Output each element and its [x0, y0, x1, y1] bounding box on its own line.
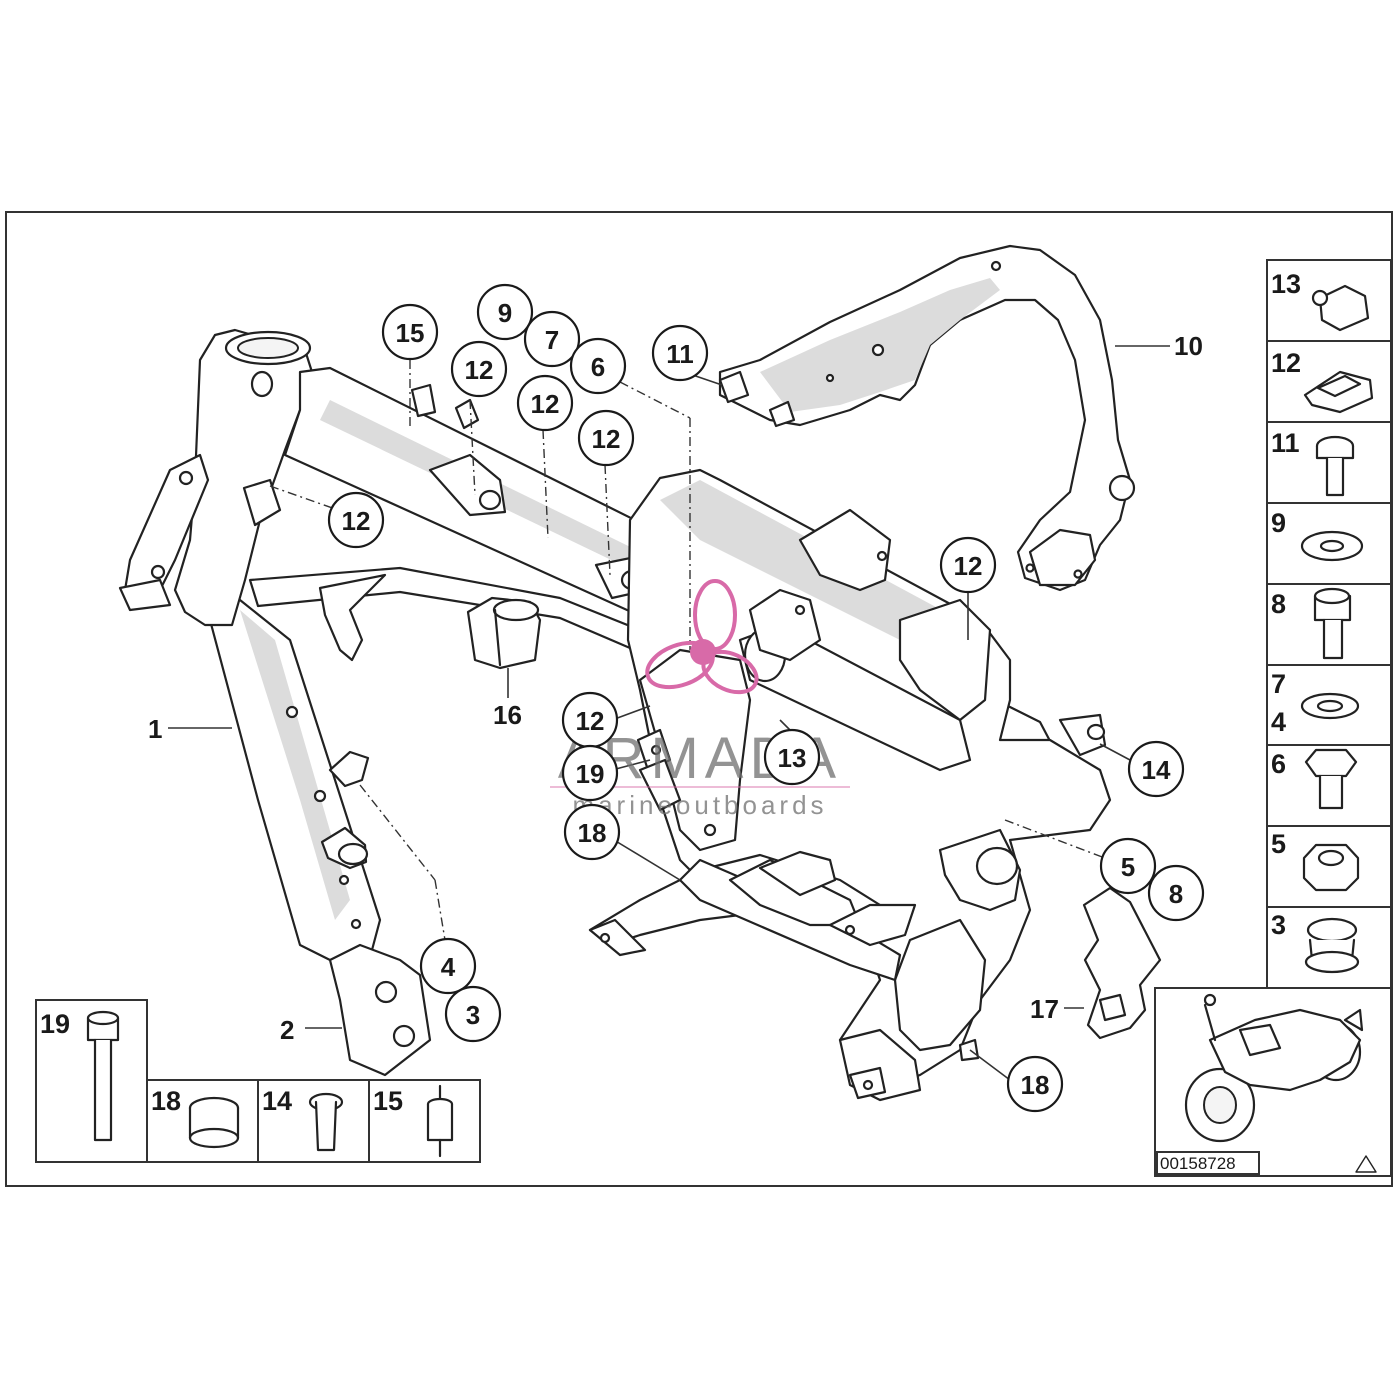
callout-19[interactable]: 19: [561, 744, 619, 802]
leader-lines: [168, 345, 1170, 1081]
svg-text:8: 8: [1271, 589, 1286, 619]
bolt-icon: [1315, 435, 1355, 497]
revision-triangle-icon: [1355, 1155, 1377, 1173]
callout-12-b[interactable]: 12: [516, 374, 574, 432]
callout-12-e[interactable]: 12: [939, 536, 997, 594]
callout-7[interactable]: 7: [523, 310, 581, 368]
callout-12-d[interactable]: 12: [327, 491, 385, 549]
label-16[interactable]: 16: [493, 700, 522, 730]
long-screw-icon: [86, 1010, 120, 1142]
bottom-cell-18[interactable]: 18: [151, 1086, 240, 1149]
washer-icon: [1300, 530, 1364, 562]
svg-text:3: 3: [1271, 910, 1286, 940]
svg-text:11: 11: [666, 339, 694, 369]
side-cell-11[interactable]: 11: [1271, 428, 1355, 497]
bottom-cell-19[interactable]: 19: [40, 1009, 120, 1142]
bottom-cell-15[interactable]: 15: [373, 1084, 454, 1158]
callout-15[interactable]: 15: [381, 303, 439, 361]
callout-13[interactable]: 13: [763, 728, 821, 786]
clip-nut-icon: [1303, 370, 1374, 414]
callout-18-b[interactable]: 18: [1006, 1055, 1064, 1113]
diagram-code: 00158728: [1160, 1154, 1236, 1173]
side-cell-3[interactable]: 3: [1271, 910, 1360, 974]
svg-text:15: 15: [373, 1086, 403, 1116]
label-10[interactable]: 10: [1174, 331, 1203, 361]
svg-text:12: 12: [1271, 348, 1301, 378]
svg-text:12: 12: [531, 389, 560, 419]
side-cell-7-4[interactable]: 7 4: [1271, 669, 1360, 737]
hex-bolt-icon: [1304, 748, 1358, 810]
svg-text:6: 6: [1271, 749, 1286, 779]
svg-text:4: 4: [441, 952, 456, 982]
svg-text:5: 5: [1121, 852, 1135, 882]
callout-14[interactable]: 14: [1127, 740, 1185, 798]
svg-text:14: 14: [262, 1086, 292, 1116]
svg-text:11: 11: [1271, 428, 1300, 458]
watermark-logo: [645, 579, 759, 695]
svg-text:13: 13: [1271, 269, 1301, 299]
side-cell-5[interactable]: 5: [1271, 829, 1360, 892]
svg-text:14: 14: [1142, 755, 1171, 785]
callout-12-a[interactable]: 12: [450, 340, 508, 398]
bushing-16: [466, 596, 542, 670]
socket-screw-icon: [1313, 587, 1352, 660]
flat-washer-icon: [1300, 692, 1360, 720]
callout-8[interactable]: 8: [1147, 864, 1205, 922]
svg-text:4: 4: [1271, 707, 1286, 737]
svg-text:3: 3: [466, 1000, 480, 1030]
svg-text:6: 6: [591, 352, 605, 382]
svg-text:5: 5: [1271, 829, 1286, 859]
svg-text:9: 9: [498, 298, 512, 328]
callout-4[interactable]: 4: [419, 937, 477, 995]
clip-icon: [1311, 284, 1370, 332]
rear-frame-section: [588, 468, 1112, 1102]
svg-text:12: 12: [576, 706, 605, 736]
rivet-nut-icon: [308, 1092, 344, 1152]
svg-text:15: 15: [396, 318, 425, 348]
rear-subframe-10: [718, 244, 1136, 592]
callout-5[interactable]: 5: [1099, 837, 1157, 895]
cover-plate-17: [1082, 886, 1162, 1040]
svg-text:18: 18: [1021, 1070, 1050, 1100]
label-2[interactable]: 2: [280, 1015, 294, 1045]
nut-icon: [1302, 843, 1360, 892]
callout-9[interactable]: 9: [476, 283, 534, 341]
svg-text:8: 8: [1169, 879, 1183, 909]
motorcycle-thumbnail: 00158728: [1154, 987, 1392, 1177]
callout-3[interactable]: 3: [444, 985, 502, 1043]
svg-text:12: 12: [465, 355, 494, 385]
bottom-cell-14[interactable]: 14: [262, 1086, 344, 1152]
bottom-parts-panel: 19 18 14 15: [35, 999, 481, 1163]
svg-text:7: 7: [1271, 669, 1286, 699]
callout-12-f[interactable]: 12: [561, 691, 619, 749]
svg-text:19: 19: [40, 1009, 70, 1039]
callout-11[interactable]: 11: [651, 324, 709, 382]
callout-18-a[interactable]: 18: [563, 803, 621, 861]
svg-text:7: 7: [545, 325, 559, 355]
side-cell-13[interactable]: 13: [1271, 269, 1370, 332]
svg-text:13: 13: [778, 743, 807, 773]
svg-text:9: 9: [1271, 508, 1286, 538]
side-cell-9[interactable]: 9: [1271, 508, 1364, 562]
svg-text:18: 18: [578, 818, 607, 848]
svg-text:19: 19: [576, 759, 605, 789]
callout-12-c[interactable]: 12: [577, 409, 635, 467]
svg-text:12: 12: [954, 551, 983, 581]
side-cell-12[interactable]: 12: [1271, 348, 1374, 414]
spacer-bushing-icon: [188, 1096, 240, 1149]
motorcycle-icon: [1184, 993, 1364, 1143]
side-cell-6[interactable]: 6: [1271, 748, 1358, 810]
svg-text:12: 12: [342, 506, 371, 536]
svg-text:18: 18: [151, 1086, 181, 1116]
label-1[interactable]: 1: [148, 714, 162, 744]
grommet-icon: [1304, 917, 1360, 974]
label-17[interactable]: 17: [1030, 994, 1059, 1024]
side-parts-panel: 13 12 11 9: [1266, 259, 1392, 989]
callout-6[interactable]: 6: [569, 337, 627, 395]
svg-text:12: 12: [592, 424, 621, 454]
side-cell-8[interactable]: 8: [1271, 587, 1352, 660]
rubber-mount-icon: [426, 1084, 454, 1158]
